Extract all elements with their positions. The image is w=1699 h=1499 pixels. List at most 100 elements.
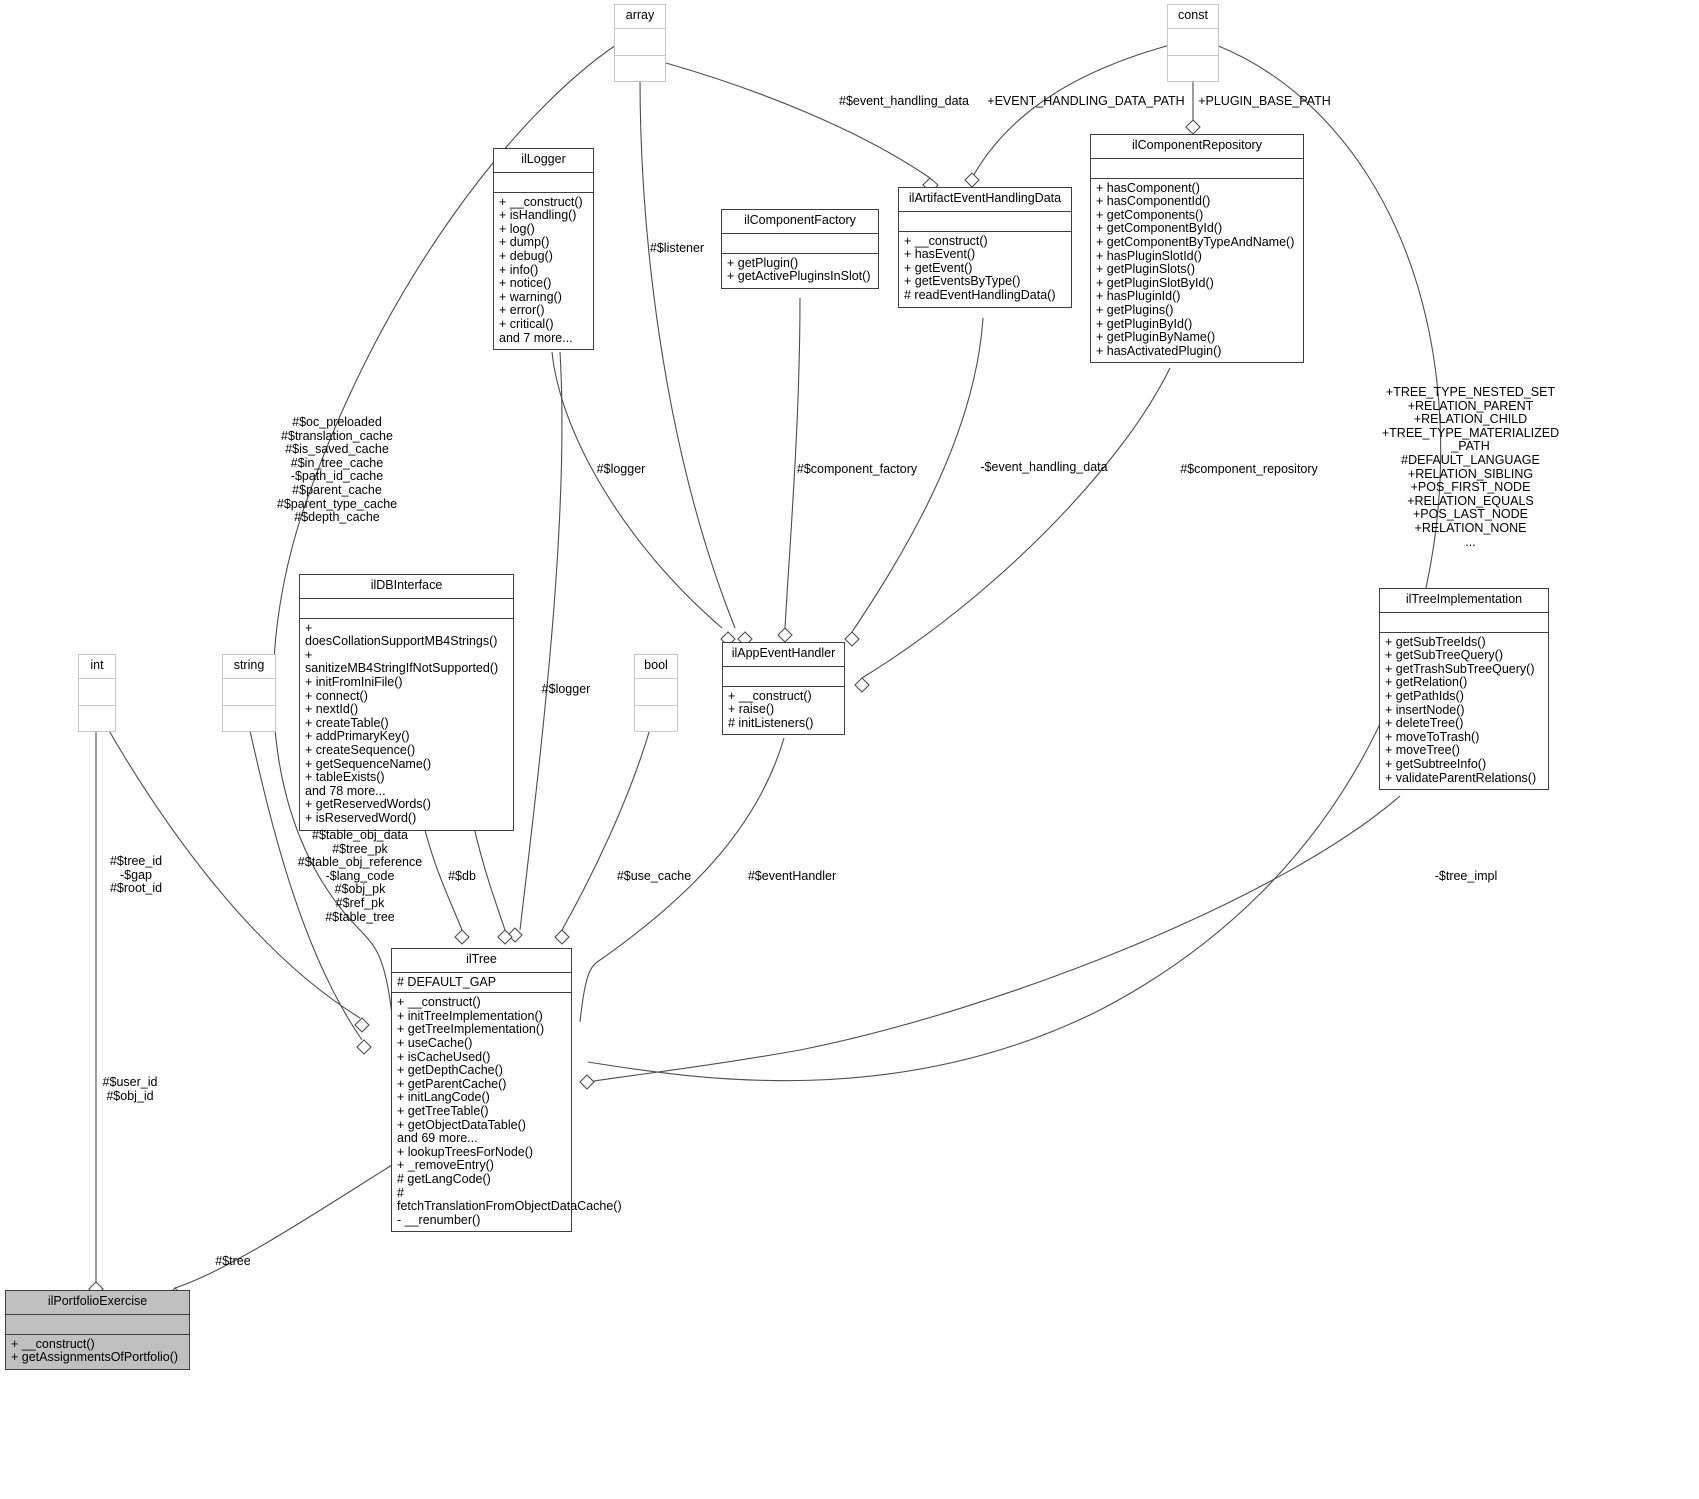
class-box-ilcomponentrepository[interactable]: ilComponentRepository + hasComponent()+ … [1090,134,1304,364]
class-member-row: + __construct() [397,995,481,1010]
class-member-row: + __construct() [11,1336,95,1351]
class-box-illogger[interactable]: ilLogger + __construct()+ isHandling()+ … [493,148,594,351]
class-name-iltree: ilTree [392,949,571,973]
class-box-array[interactable]: array [614,4,666,82]
class-member-row: + getComponentById() [1096,221,1223,236]
class-name-ilappeventhandler: ilAppEventHandler [723,643,844,667]
class-member-row: + getPlugins() [1096,302,1174,317]
class-name-ildbinterface: ilDBInterface [300,575,513,599]
class-member-row: # initListeners() [728,715,814,730]
class-member-row: + insertNode() [1385,702,1465,717]
class-attributes-array [615,29,665,56]
class-box-string[interactable]: string [222,654,276,732]
class-attributes-ilartifacteventhandlingdata [899,212,1071,232]
edge-label-event-handler: #$eventHandler [747,869,837,883]
class-name-array: array [615,5,665,29]
class-member-row: # DEFAULT_GAP [397,974,497,989]
class-member-row: + log() [499,221,535,236]
class-member-row: + nextId() [305,702,359,717]
class-member-row: + useCache() [397,1035,473,1050]
edge-label-logger-lower: #$logger [541,682,591,696]
class-member-row: + getEventsByType() [904,274,1021,289]
class-attributes-ilappeventhandler [723,667,844,687]
class-box-ilportfolioexercise[interactable]: ilPortfolioExercise + __construct()+ get… [5,1290,190,1370]
class-member-row: + getComponentByTypeAndName() [1096,234,1295,249]
edge-label-listener: #$listener [649,241,705,255]
class-operations-ilcomponentfactory: + getPlugin()+ getActivePluginsInSlot() [722,254,878,288]
class-operations-iltree: + __construct()+ initTreeImplementation(… [392,993,622,1231]
edge-label-event-handling-data: #$event_handling_data [839,94,969,108]
class-name-bool: bool [635,655,677,679]
class-member-row: + dump() [499,235,550,250]
class-attributes-const [1168,29,1218,56]
class-member-row: + moveTree() [1385,743,1460,758]
class-member-row: + tableExists() [305,770,385,785]
class-member-row: - __renumber() [397,1212,481,1227]
class-member-row: + getPathIds() [1385,688,1464,703]
class-member-row: + hasPluginId() [1096,289,1181,304]
edge-label-tree-ids: #$tree_id -$gap #$root_id [109,854,163,896]
class-member-row: + getTrashSubTreeQuery() [1385,661,1535,676]
class-member-row: # fetchTranslationFromObjectDataCache() [397,1185,622,1214]
edge-label-event-handling-data-neg: -$event_handling_data [980,460,1108,474]
class-box-bool[interactable]: bool [634,654,678,732]
class-attributes-bool [635,679,677,706]
class-member-row: + getPluginByName() [1096,330,1216,345]
class-box-iltree[interactable]: ilTree # DEFAULT_GAP + __construct()+ in… [391,948,622,1233]
class-operations-string [223,706,275,731]
class-member-row: + getAssignmentsOfPortfolio() [11,1350,179,1365]
class-member-row: + getPluginSlotById() [1096,275,1214,290]
class-member-row: + isReservedWord() [305,810,417,825]
class-box-iltreeimplementation[interactable]: ilTreeImplementation + getSubTreeIds()+ … [1379,588,1549,791]
edge-label-component-repository: #$component_repository [1180,462,1318,476]
class-member-row: + error() [499,303,545,318]
class-box-ildbinterface[interactable]: ilDBInterface + doesCollationSupportMB4S… [299,574,514,831]
class-member-row: # readEventHandlingData() [904,287,1056,302]
class-member-row: + hasEvent() [904,247,976,262]
class-name-const: const [1168,5,1218,29]
class-operations-array [615,56,665,81]
class-member-row: + isCacheUsed() [397,1049,491,1064]
class-operations-ilappeventhandler: + __construct()+ raise()# initListeners(… [723,687,844,735]
class-member-row: + initLangCode() [397,1090,490,1105]
class-member-row: + getDepthCache() [397,1063,503,1078]
class-member-row: + critical() [499,316,554,331]
class-member-row: + initTreeImplementation() [397,1008,543,1023]
class-attributes-illogger [494,173,593,193]
class-member-row: + moveToTrash() [1385,729,1480,744]
class-attributes-ildbinterface [300,599,513,619]
class-member-row: + __construct() [904,233,988,248]
class-member-row: + deleteTree() [1385,716,1464,731]
class-member-row: + lookupTreesForNode() [397,1144,534,1159]
class-box-ilappeventhandler[interactable]: ilAppEventHandler + __construct()+ raise… [722,642,845,736]
edge-label-db: #$db [448,869,476,883]
class-name-string: string [223,655,275,679]
class-member-row: + notice() [499,276,552,291]
class-attributes-ilcomponentrepository [1091,159,1303,179]
class-member-row: + getPluginById() [1096,316,1193,331]
class-name-ilcomponentrepository: ilComponentRepository [1091,135,1303,159]
class-name-illogger: ilLogger [494,149,593,173]
class-member-row: and 69 more... [397,1131,478,1146]
edge-label-logger-top: #$logger [596,462,646,476]
class-attributes-int [79,679,115,706]
edge-label-table-fields: #$table_obj_data #$tree_pk #$table_obj_r… [297,828,423,924]
class-box-const[interactable]: const [1167,4,1219,82]
edge-label-event-handling-data-path: +EVENT_HANDLING_DATA_PATH [987,94,1185,108]
class-operations-ildbinterface: + doesCollationSupportMB4Strings()+ sani… [300,619,513,830]
class-member-row: + getTreeTable() [397,1103,489,1118]
class-member-row: + getPlugin() [727,255,799,270]
class-member-row: + getSubTreeIds() [1385,634,1486,649]
class-operations-iltreeimplementation: + getSubTreeIds()+ getSubTreeQuery()+ ge… [1380,633,1548,790]
edge-label-tree-constants: +TREE_TYPE_NESTED_SET +RELATION_PARENT +… [1381,385,1560,549]
class-box-ilartifacteventhandlingdata[interactable]: ilArtifactEventHandlingData + __construc… [898,187,1072,308]
class-member-row: + debug() [499,248,553,263]
class-box-ilcomponentfactory[interactable]: ilComponentFactory + getPlugin()+ getAct… [721,209,879,289]
class-name-int: int [79,655,115,679]
class-member-row: # getLangCode() [397,1171,491,1186]
class-member-row: + getActivePluginsInSlot() [727,269,871,284]
class-box-int[interactable]: int [78,654,116,732]
class-member-row: + __construct() [499,194,583,209]
edge-label-use-cache: #$use_cache [616,869,692,883]
